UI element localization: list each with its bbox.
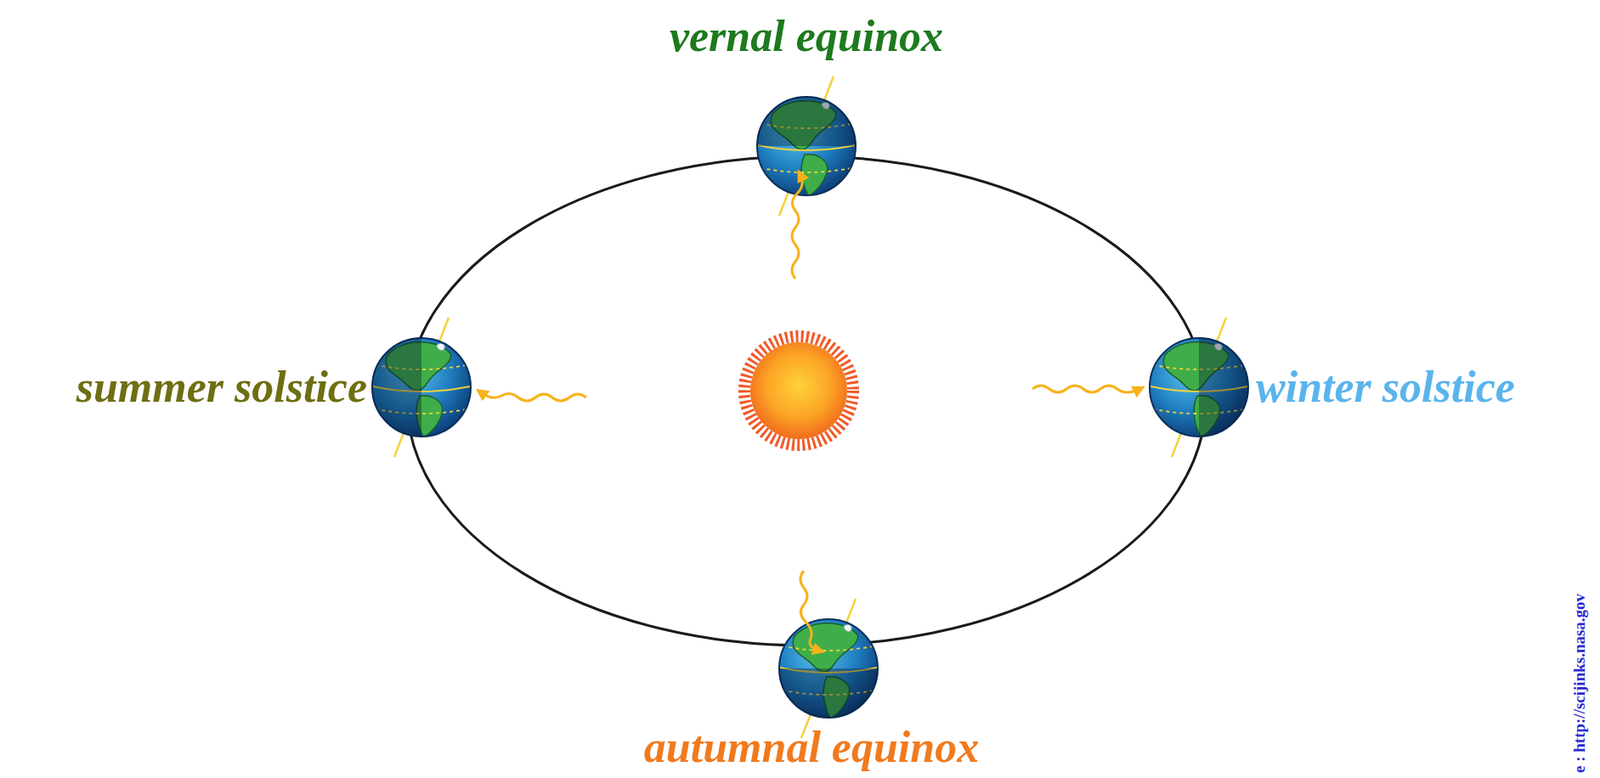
season-label: summer solstice [76,362,368,412]
season-label: winter solstice [1255,362,1516,412]
source-watermark: e : http://scijinks.nasa.gov [1571,593,1589,774]
season-label: autumnal equinox [644,723,979,772]
season-label: vernal equinox [669,11,944,61]
